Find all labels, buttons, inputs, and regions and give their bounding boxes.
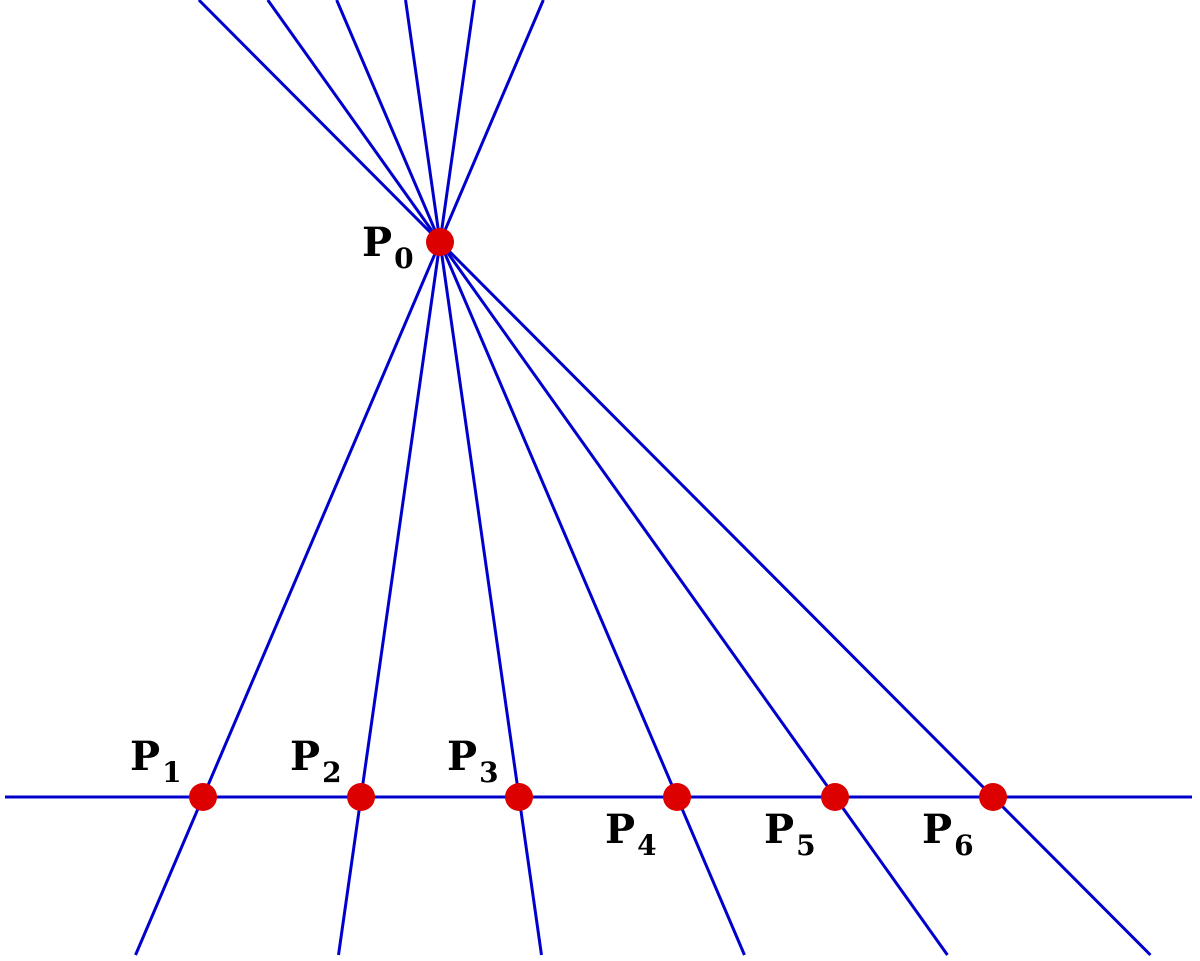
point-p5-label-subscript: 5 [796,829,815,862]
point-p6-label-letter: P [922,806,952,853]
point-p0-label: P0 [362,219,414,275]
point-p0-label-letter: P [362,219,392,266]
point-p4-label: P4 [605,806,657,862]
point-p1-label: P1 [130,733,182,789]
ray-line-1 [134,0,545,956]
ray-line-2 [337,0,476,956]
point-p6-label-subscript: 6 [954,829,973,862]
point-p1-label-letter: P [130,733,160,780]
lines-layer [5,0,1192,957]
point-p4-marker [663,783,691,811]
point-p6-marker [979,783,1007,811]
points-layer [189,228,1007,811]
point-p2-label: P2 [290,733,342,789]
ray-line-3 [404,0,543,956]
point-p3-marker [505,783,533,811]
point-p2-label-letter: P [290,733,320,780]
point-p0-label-subscript: 0 [394,242,413,275]
point-p4-label-subscript: 4 [637,829,656,862]
point-p5-label-letter: P [764,806,794,853]
ray-line-6 [197,0,1152,957]
point-p3-label-subscript: 3 [479,756,498,789]
point-p1-label-subscript: 1 [162,756,181,789]
point-p2-label-subscript: 2 [322,756,341,789]
point-p4-label-letter: P [605,806,635,853]
point-p2-marker [347,783,375,811]
point-p3-label-letter: P [447,733,477,780]
point-p0-marker [426,228,454,256]
point-p6-label: P6 [922,806,974,862]
ray-line-4 [335,0,746,956]
point-p1-marker [189,783,217,811]
point-p5-label: P5 [764,806,816,862]
point-p3-label: P3 [447,733,499,789]
point-p5-marker [821,783,849,811]
